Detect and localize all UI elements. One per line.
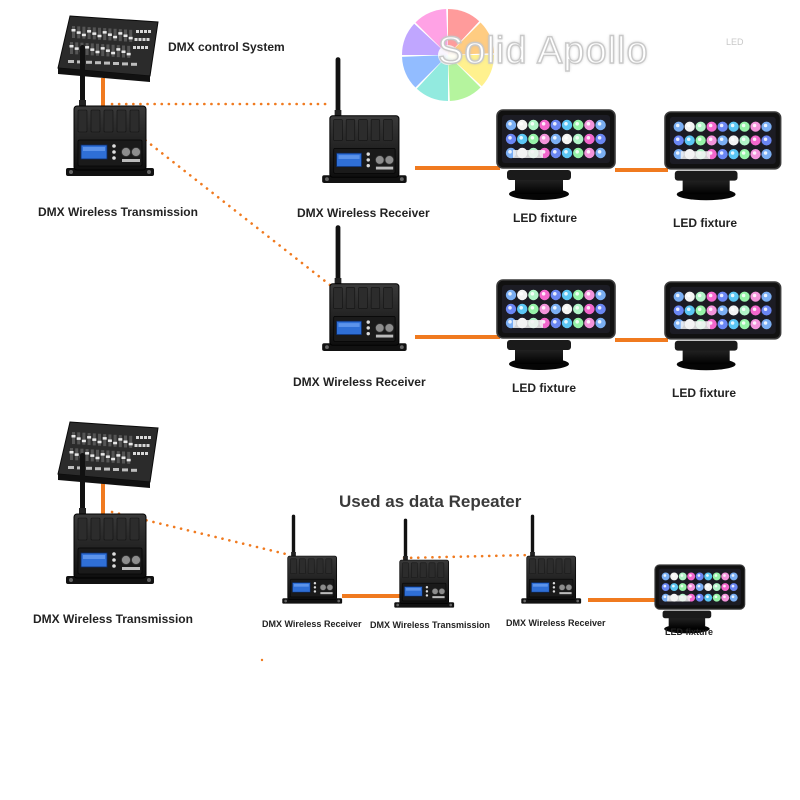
- stray-dot: [260, 658, 264, 662]
- dmx-console-icon: [57, 15, 159, 82]
- brand-logo-text: Solid Apollo: [437, 29, 649, 72]
- label-dmx-control-system: DMX control System: [168, 40, 285, 54]
- label-transmission-2: DMX Wireless Transmission: [33, 612, 193, 626]
- label-receiver-3: DMX Wireless Receiver: [262, 619, 362, 629]
- label-fixture-2: LED fixture: [673, 216, 738, 230]
- label-transmission-3: DMX Wireless Transmission: [370, 620, 490, 630]
- wireless-transceiver-icon: [322, 225, 407, 351]
- led-wall-washer-icon: [496, 109, 616, 200]
- label-fixture-1: LED fixture: [513, 211, 578, 225]
- led-wall-washer-icon: [654, 564, 746, 634]
- repeater-title: Used as data Repeater: [339, 492, 522, 511]
- wireless-link-transmission-to-receiver-4: [402, 553, 532, 560]
- led-wall-washer-icon: [496, 279, 616, 370]
- label-fixture-3: LED fixture: [512, 381, 577, 395]
- wireless-link-transmitter-to-receiver-3: [110, 510, 292, 557]
- color-wheel-logo-icon: [402, 9, 494, 101]
- dmx-console-icon: [57, 421, 159, 488]
- label-fixture-5: LED fixture: [665, 627, 714, 637]
- wireless-transceiver-icon: [66, 453, 154, 584]
- brand-trademark: LED: [726, 37, 744, 47]
- label-transmission-1: DMX Wireless Transmission: [38, 205, 198, 219]
- label-receiver-4: DMX Wireless Receiver: [506, 618, 606, 628]
- wireless-links: [110, 102, 532, 662]
- label-receiver-2: DMX Wireless Receiver: [293, 375, 426, 389]
- led-wall-washer-icon: [664, 281, 782, 371]
- wireless-transceiver-icon: [66, 45, 154, 176]
- label-fixture-4: LED fixture: [672, 386, 737, 400]
- wireless-transceiver-icon: [322, 57, 407, 183]
- led-wall-washer-icon: [664, 111, 782, 201]
- label-receiver-1: DMX Wireless Receiver: [297, 206, 430, 220]
- wireless-transceiver-icon: [282, 514, 343, 604]
- wireless-transceiver-icon: [521, 514, 582, 604]
- wireless-transceiver-icon: [394, 518, 455, 608]
